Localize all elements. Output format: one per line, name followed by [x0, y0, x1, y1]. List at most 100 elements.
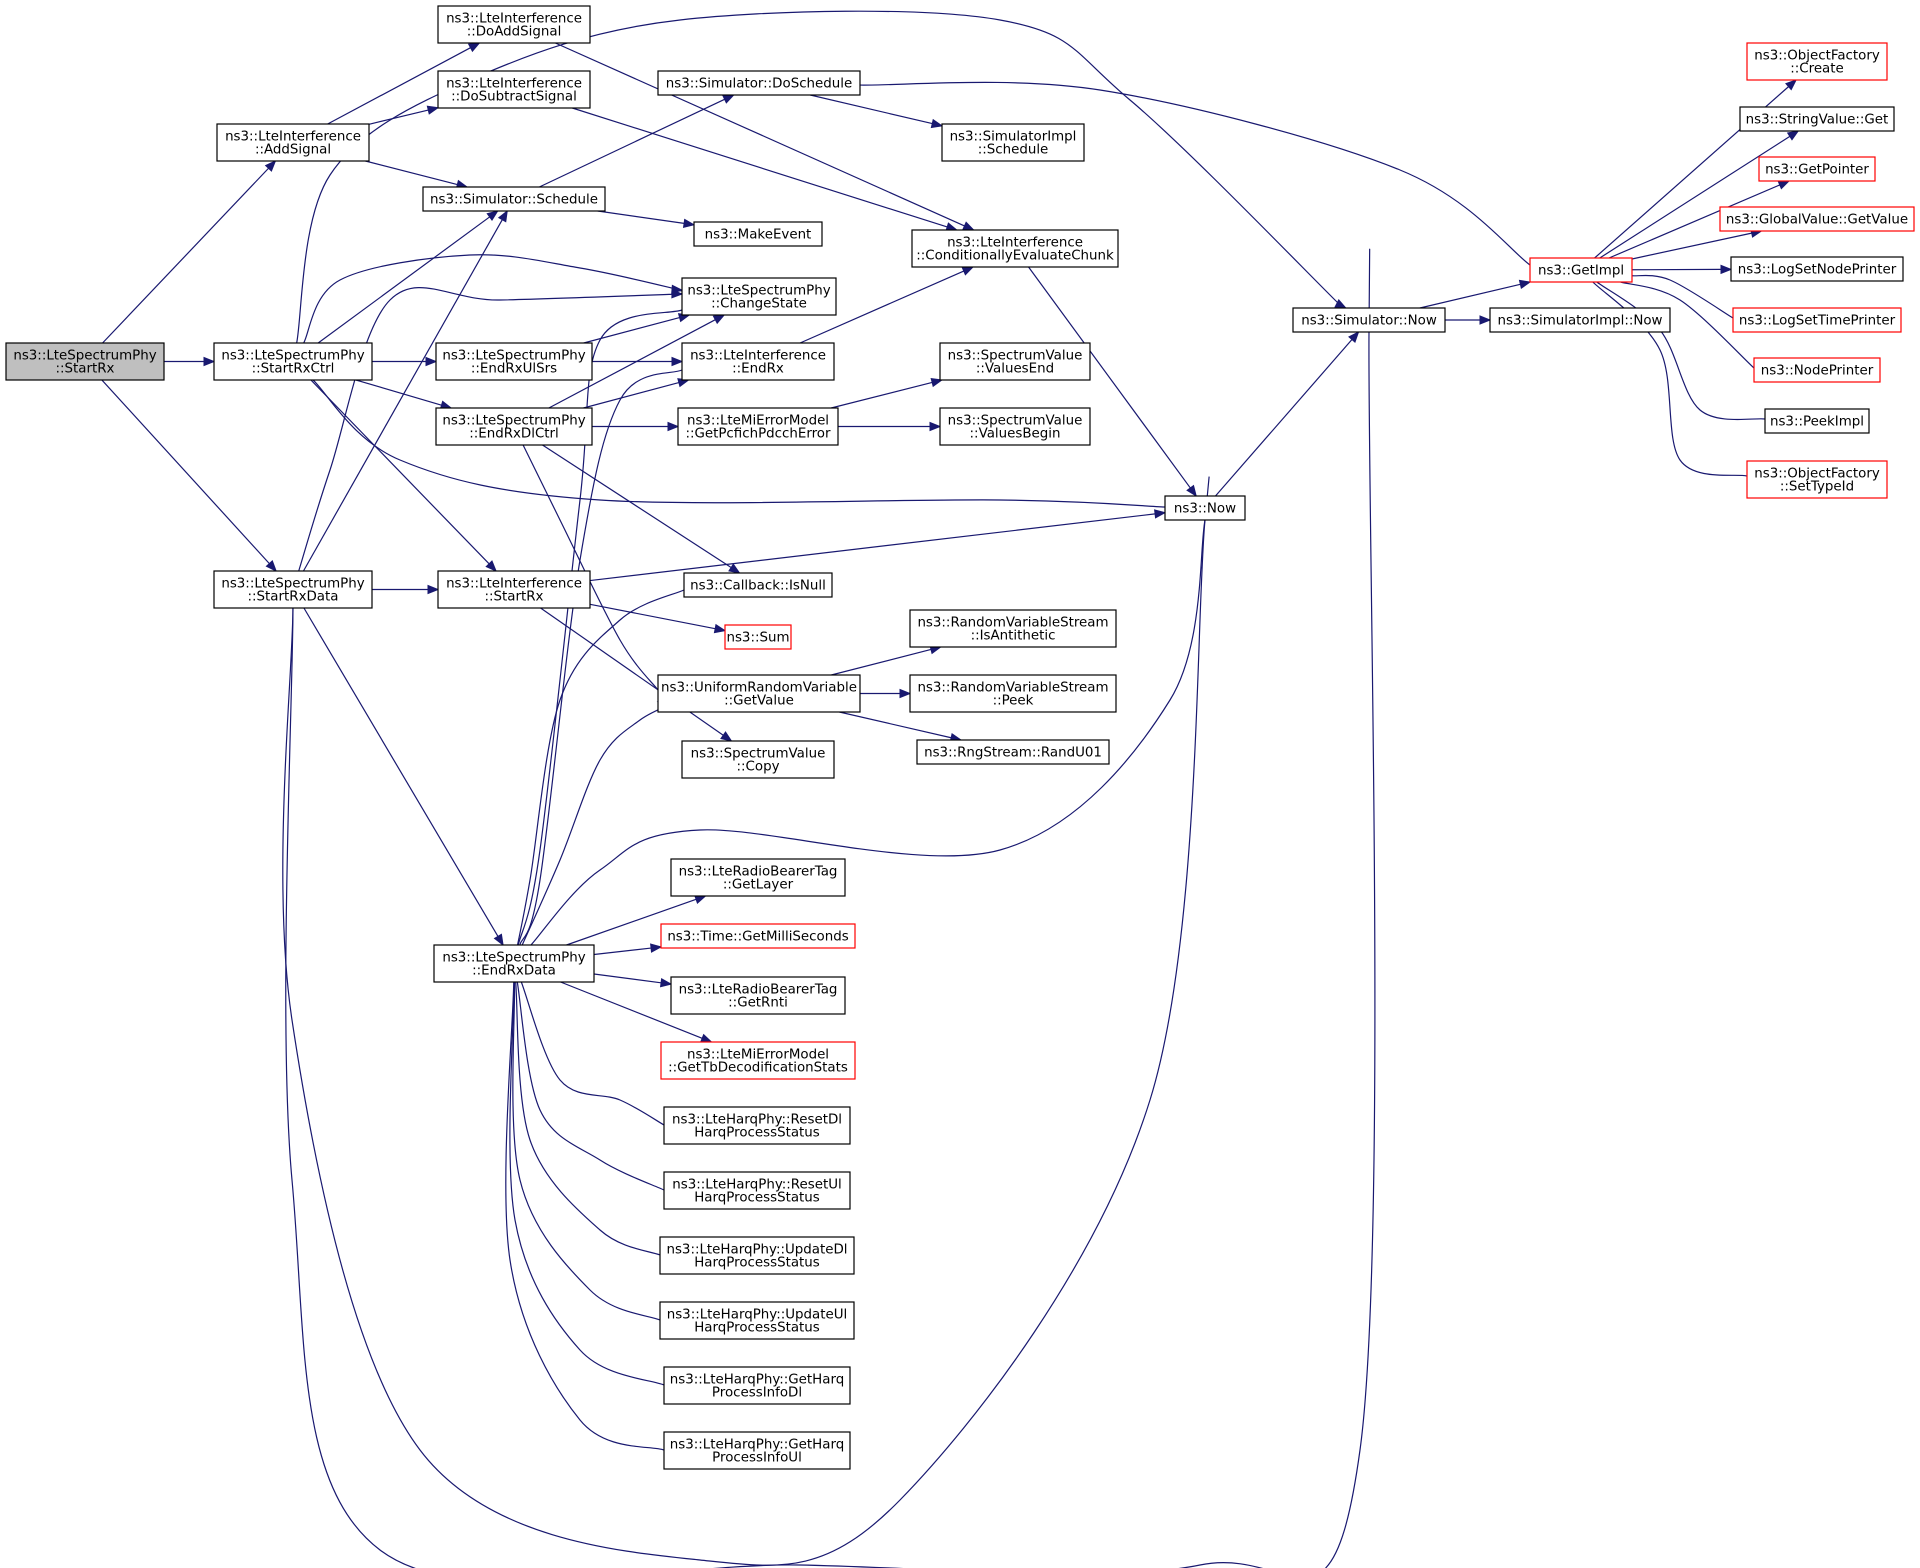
- node-lteIntEndRx[interactable]: ns3::LteInterference::EndRx: [681, 342, 835, 381]
- node-box[interactable]: [941, 123, 1085, 162]
- node-valuesEnd[interactable]: ns3::SpectrumValue::ValuesEnd: [939, 342, 1091, 381]
- node-getPcfich[interactable]: ns3::LteMiErrorModel::GetPcfichPdcchErro…: [677, 407, 839, 446]
- node-peek[interactable]: ns3::RandomVariableStream::Peek: [909, 674, 1117, 713]
- node-getLayer[interactable]: ns3::LteRadioBearerTag::GetLayer: [670, 858, 846, 897]
- node-getPointer[interactable]: ns3::GetPointer: [1758, 156, 1876, 182]
- node-box[interactable]: [1489, 307, 1671, 333]
- node-changeState[interactable]: ns3::LteSpectrumPhy::ChangeState: [681, 277, 837, 316]
- node-svGet[interactable]: ns3::StringValue::Get: [1739, 106, 1895, 132]
- node-makeEvent[interactable]: ns3::MakeEvent: [693, 221, 823, 247]
- node-box[interactable]: [1739, 106, 1895, 132]
- node-peekImpl[interactable]: ns3::PeekImpl: [1764, 408, 1870, 434]
- node-getTbStats[interactable]: ns3::LteMiErrorModel::GetTbDecodificatio…: [660, 1041, 856, 1080]
- node-box[interactable]: [916, 739, 1110, 765]
- node-box[interactable]: [911, 229, 1119, 268]
- node-getImpl[interactable]: ns3::GetImpl: [1529, 257, 1633, 283]
- node-updateDl[interactable]: ns3::LteHarqPhy::UpdateDlHarqProcessStat…: [659, 1236, 855, 1275]
- node-box[interactable]: [216, 123, 370, 162]
- node-box[interactable]: [213, 342, 373, 381]
- node-box[interactable]: [422, 186, 606, 212]
- node-doAddSignal[interactable]: ns3::LteInterference::DoAddSignal: [437, 5, 591, 44]
- node-endRxDlCtrl[interactable]: ns3::LteSpectrumPhy::EndRxDlCtrl: [435, 407, 593, 446]
- node-doSchedule[interactable]: ns3::Simulator::DoSchedule: [657, 70, 861, 96]
- node-resetDl[interactable]: ns3::LteHarqPhy::ResetDlHarqProcessStatu…: [663, 1106, 851, 1145]
- node-box[interactable]: [437, 570, 591, 609]
- node-nodePrinter[interactable]: ns3::NodePrinter: [1753, 357, 1881, 383]
- node-box[interactable]: [1746, 460, 1888, 499]
- node-box[interactable]: [437, 70, 591, 109]
- node-ofCreate[interactable]: ns3::ObjectFactory::Create: [1746, 42, 1888, 81]
- node-box[interactable]: [939, 407, 1091, 446]
- node-box[interactable]: [435, 407, 593, 446]
- node-sum[interactable]: ns3::Sum: [724, 624, 792, 650]
- node-box[interactable]: [670, 858, 846, 897]
- node-doSubtractSignal[interactable]: ns3::LteInterference::DoSubtractSignal: [437, 70, 591, 109]
- node-box[interactable]: [677, 407, 839, 446]
- node-box[interactable]: [1529, 257, 1633, 283]
- node-box[interactable]: [909, 609, 1117, 648]
- node-randU01[interactable]: ns3::RngStream::RandU01: [916, 739, 1110, 765]
- node-box[interactable]: [659, 1301, 855, 1340]
- node-schedImplSchedule[interactable]: ns3::SimulatorImpl::Schedule: [941, 123, 1085, 162]
- node-resetUl[interactable]: ns3::LteHarqPhy::ResetUlHarqProcessStatu…: [663, 1171, 851, 1210]
- node-uniformGetValue[interactable]: ns3::UniformRandomVariable::GetValue: [657, 674, 861, 713]
- node-box[interactable]: [660, 1041, 856, 1080]
- node-isAntithetic[interactable]: ns3::RandomVariableStream::IsAntithetic: [909, 609, 1117, 648]
- node-box[interactable]: [683, 572, 833, 598]
- node-box[interactable]: [663, 1366, 851, 1405]
- node-box[interactable]: [681, 342, 835, 381]
- node-box[interactable]: [213, 570, 373, 609]
- node-getRnti[interactable]: ns3::LteRadioBearerTag::GetRnti: [670, 976, 846, 1015]
- node-box[interactable]: [909, 674, 1117, 713]
- node-logTime[interactable]: ns3::LogSetTimePrinter: [1732, 307, 1902, 333]
- node-getMilli[interactable]: ns3::Time::GetMilliSeconds: [660, 923, 856, 949]
- node-box[interactable]: [670, 976, 846, 1015]
- node-startRxData[interactable]: ns3::LteSpectrumPhy::StartRxData: [213, 570, 373, 609]
- node-box[interactable]: [657, 674, 861, 713]
- node-svCopy[interactable]: ns3::SpectrumValue::Copy: [681, 740, 835, 779]
- node-logNode[interactable]: ns3::LogSetNodePrinter: [1730, 256, 1904, 282]
- node-updateUl[interactable]: ns3::LteHarqPhy::UpdateUlHarqProcessStat…: [659, 1301, 855, 1340]
- node-simImplNow[interactable]: ns3::SimulatorImpl::Now: [1489, 307, 1671, 333]
- node-box[interactable]: [1753, 357, 1881, 383]
- node-isNull[interactable]: ns3::Callback::IsNull: [683, 572, 833, 598]
- node-box[interactable]: [1292, 307, 1446, 333]
- node-box[interactable]: [659, 1236, 855, 1275]
- node-box[interactable]: [663, 1171, 851, 1210]
- node-valuesBegin[interactable]: ns3::SpectrumValue::ValuesBegin: [939, 407, 1091, 446]
- node-root[interactable]: ns3::LteSpectrumPhy::StartRx: [5, 342, 165, 381]
- node-startRxCtrl[interactable]: ns3::LteSpectrumPhy::StartRxCtrl: [213, 342, 373, 381]
- node-gvGetValue[interactable]: ns3::GlobalValue::GetValue: [1719, 206, 1915, 232]
- node-box[interactable]: [657, 70, 861, 96]
- node-endRxUlSrs[interactable]: ns3::LteSpectrumPhy::EndRxUlSrs: [435, 342, 593, 381]
- node-box[interactable]: [724, 624, 792, 650]
- node-box[interactable]: [1732, 307, 1902, 333]
- node-schedule[interactable]: ns3::Simulator::Schedule: [422, 186, 606, 212]
- node-simNow[interactable]: ns3::Simulator::Now: [1292, 307, 1446, 333]
- node-box[interactable]: [681, 740, 835, 779]
- node-condEval[interactable]: ns3::LteInterference::ConditionallyEvalu…: [911, 229, 1119, 268]
- node-addSignal[interactable]: ns3::LteInterference::AddSignal: [216, 123, 370, 162]
- node-box[interactable]: [1746, 42, 1888, 81]
- node-box[interactable]: [693, 221, 823, 247]
- node-box[interactable]: [663, 1431, 851, 1470]
- node-box[interactable]: [437, 5, 591, 44]
- node-box[interactable]: [1164, 495, 1246, 521]
- node-now[interactable]: ns3::Now: [1164, 495, 1246, 521]
- node-endRxData[interactable]: ns3::LteSpectrumPhy::EndRxData: [433, 944, 595, 983]
- node-box[interactable]: [1758, 156, 1876, 182]
- node-box[interactable]: [663, 1106, 851, 1145]
- node-box[interactable]: [1764, 408, 1870, 434]
- node-box[interactable]: [5, 342, 165, 381]
- node-box[interactable]: [435, 342, 593, 381]
- node-ofSetTypeId[interactable]: ns3::ObjectFactory::SetTypeId: [1746, 460, 1888, 499]
- node-box[interactable]: [433, 944, 595, 983]
- node-box[interactable]: [1730, 256, 1904, 282]
- node-box[interactable]: [1719, 206, 1915, 232]
- node-box[interactable]: [681, 277, 837, 316]
- node-lteIntStartRx[interactable]: ns3::LteInterference::StartRx: [437, 570, 591, 609]
- node-box[interactable]: [660, 923, 856, 949]
- node-box[interactable]: [939, 342, 1091, 381]
